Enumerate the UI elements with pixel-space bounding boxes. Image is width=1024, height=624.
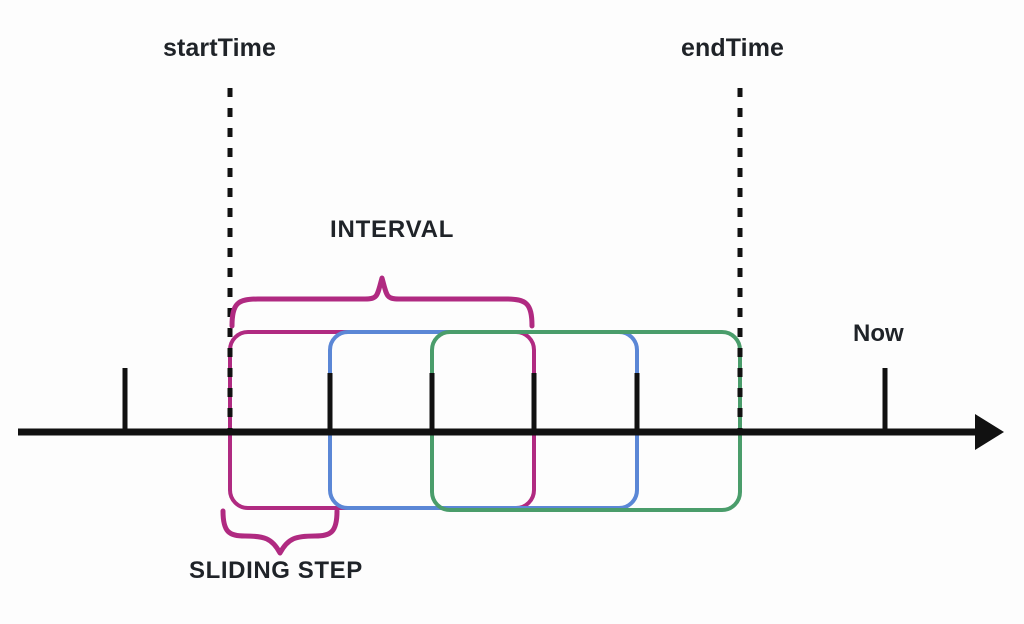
label-interval: INTERVAL — [330, 216, 455, 243]
window-2-blue — [328, 330, 639, 510]
window-1-magenta — [228, 330, 536, 510]
brace-sliding-step — [220, 508, 340, 556]
label-sliding-step: SLIDING STEP — [189, 557, 363, 584]
label-start-time: startTime — [163, 34, 276, 62]
right-arrow-icon — [975, 414, 1004, 450]
label-now: Now — [853, 320, 904, 347]
timeline-ticks — [122, 368, 888, 434]
time-axis — [18, 414, 1004, 450]
window-rectangles — [228, 330, 742, 512]
brace-interval — [229, 275, 535, 329]
label-end-time: endTime — [681, 34, 785, 62]
dashed-markers — [227, 88, 743, 434]
window-3-green — [430, 330, 742, 512]
